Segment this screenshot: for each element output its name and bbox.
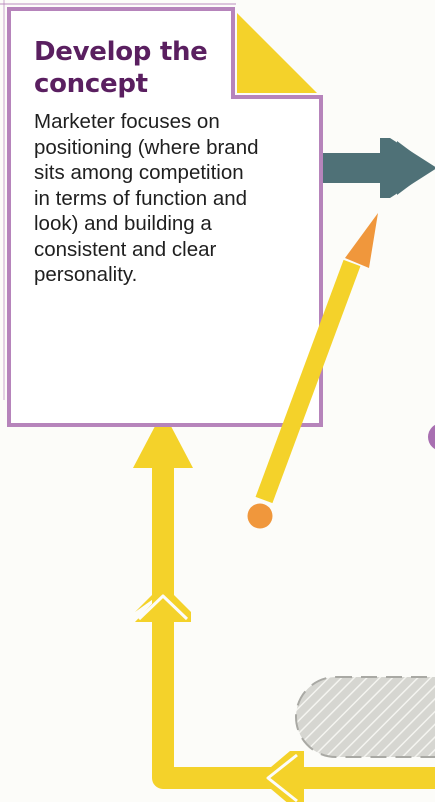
pencil-eraser [247, 503, 273, 529]
card-title-line-2: concept [34, 69, 148, 99]
card-title: Develop the concept [34, 36, 314, 100]
card-body-line: look) and building a [34, 212, 212, 235]
hatched-gray-pill [295, 676, 435, 758]
card-body-line: personality. [34, 263, 138, 286]
card-body-line: positioning (where brand [34, 135, 259, 159]
pencil-icon [247, 213, 378, 529]
card-text-block: Develop the concept Marketer focuses on … [34, 36, 314, 288]
yellow-loop-arrow [133, 411, 435, 802]
card-body-line: Marketer focuses on [34, 110, 220, 133]
teal-arrow-right [322, 138, 435, 198]
card-body-line: sits among competition [34, 161, 244, 184]
card-description: Marketer focuses on positioning (where b… [34, 109, 314, 288]
card-body-line: consistent and clear [34, 237, 217, 261]
yellow-chevron-mid [135, 584, 191, 622]
yellow-arrowhead-up [133, 411, 193, 468]
card-title-line-1: Develop the [34, 37, 208, 67]
pencil-tip [345, 213, 378, 268]
yellow-chevron-bottom [258, 751, 304, 802]
card-body-line: in terms of function and [34, 186, 248, 210]
card-shadow-lines [0, 0, 236, 400]
concept-card [7, 7, 323, 427]
card-folded-corner [237, 13, 317, 93]
purple-dot [428, 424, 435, 450]
